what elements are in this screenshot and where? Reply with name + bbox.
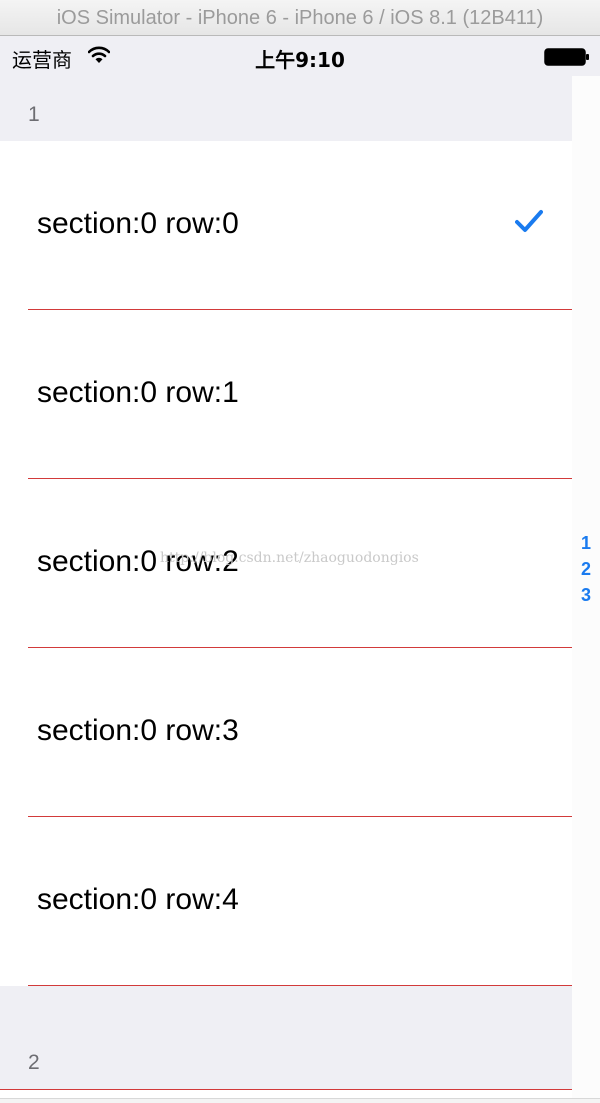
table-row[interactable]: section:0 row:4	[0, 817, 572, 986]
table-row[interactable]: section:0 row:1	[0, 310, 572, 479]
battery-full-icon	[544, 48, 589, 66]
cell-separator	[28, 478, 572, 479]
section-header-title: 2	[28, 1051, 40, 1074]
section-header-1: 1	[0, 76, 572, 142]
table-row[interactable]: section:0 row:0	[0, 141, 572, 310]
section-index-item-2[interactable]: 2	[580, 559, 591, 579]
cell-separator	[28, 309, 572, 310]
table-row[interactable]: section:0 row:2	[0, 479, 572, 648]
status-time: 上午9:10	[255, 48, 345, 72]
watermark: http://blog.csdn.net/zhaoguodongios	[160, 550, 419, 566]
table-view[interactable]: 1 section:0 row:0 section:0 row:1 sectio…	[0, 76, 572, 1103]
status-bar: 运营商 上午9:10	[0, 36, 600, 76]
cell-label: section:0 row:4	[37, 883, 239, 916]
window-bottom-edge	[0, 1098, 600, 1103]
section-index[interactable]: 1 2 3	[572, 530, 600, 608]
section-header-title: 1	[28, 103, 40, 126]
checkmark-icon	[515, 210, 543, 232]
section-index-item-1[interactable]: 1	[580, 533, 591, 553]
wifi-icon	[88, 46, 110, 63]
index-strip	[572, 76, 600, 1103]
cell-separator	[28, 816, 572, 817]
cell-separator	[28, 985, 572, 986]
section-index-item-3[interactable]: 3	[580, 585, 591, 605]
simulator-title: iOS Simulator - iPhone 6 - iPhone 6 / iO…	[56, 7, 544, 29]
cell-separator	[28, 647, 572, 648]
carrier-label: 运营商	[12, 48, 72, 72]
simulator-title-bar: iOS Simulator - iPhone 6 - iPhone 6 / iO…	[0, 0, 600, 36]
cell-label: section:0 row:1	[37, 376, 239, 409]
section-header-2: 2	[0, 986, 572, 1090]
table-row[interactable]: section:0 row:3	[0, 648, 572, 817]
cell-label: section:0 row:3	[37, 714, 239, 747]
cell-label: section:0 row:2	[37, 545, 239, 578]
cell-label: section:0 row:0	[37, 207, 239, 240]
